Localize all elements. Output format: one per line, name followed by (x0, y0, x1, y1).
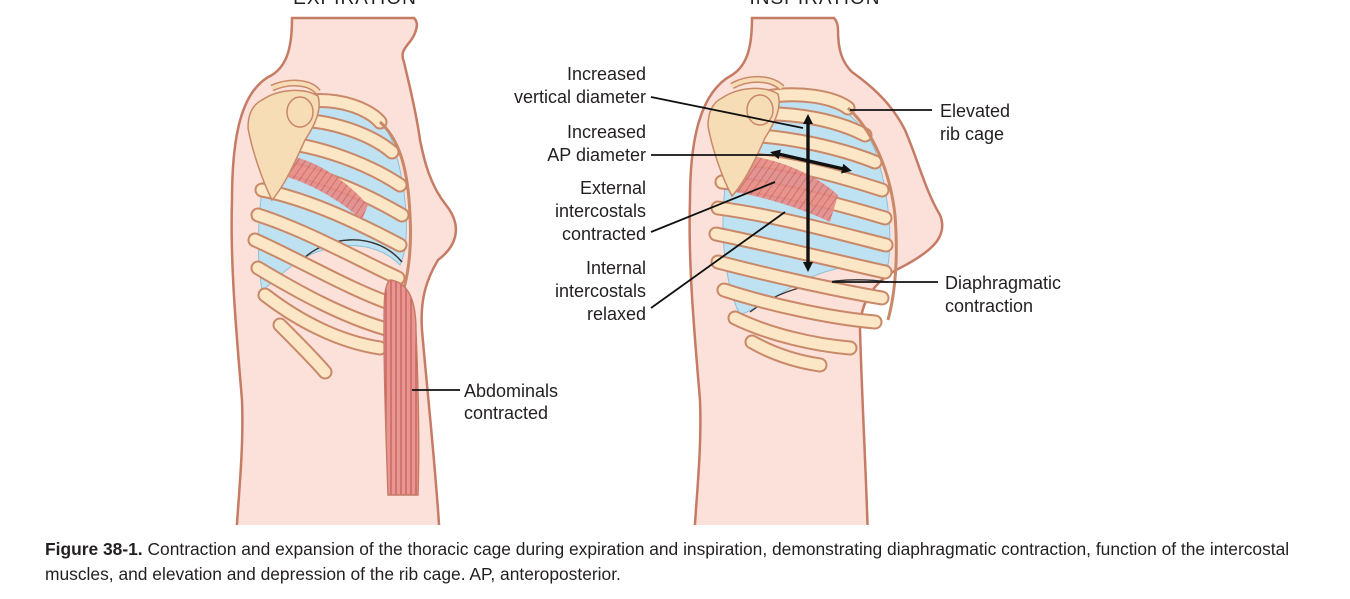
label-line: contracted (562, 224, 646, 244)
label-line: Diaphragmatic (945, 273, 1061, 293)
label-line: Increased (567, 122, 646, 142)
label-line: AP diameter (547, 145, 646, 165)
label-abdominals-contracted: Abdominals contracted (464, 381, 558, 423)
label-increased-vertical-diameter: Increased vertical diameter (514, 64, 646, 107)
label-line: External (580, 178, 646, 198)
figure-caption: Figure 38-1. Contraction and expansion o… (45, 537, 1305, 586)
label-line: Increased (567, 64, 646, 84)
expiration-title: EXPIRATION (293, 0, 417, 9)
label-line: Internal (586, 258, 646, 278)
figure-number: Figure 38-1. (45, 539, 143, 559)
leader-external-intercostals (650, 181, 776, 233)
label-line: contraction (945, 296, 1033, 316)
label-internal-intercostals: Internal intercostals relaxed (555, 258, 646, 324)
caption-text: Contraction and expansion of the thoraci… (45, 539, 1290, 584)
label-line: intercostals (555, 281, 646, 301)
label-elevated-rib-cage: Elevated rib cage (940, 101, 1010, 144)
label-increased-ap-diameter: Increased AP diameter (547, 122, 646, 165)
abdominals-muscle (383, 279, 420, 496)
leader-internal-intercostals (650, 211, 786, 309)
label-line: Abdominals (464, 381, 558, 401)
ap-diameter-arrow (770, 149, 852, 174)
expiration-torso (230, 16, 458, 525)
label-line: intercostals (555, 201, 646, 221)
label-external-intercostals: External intercostals contracted (555, 178, 646, 244)
label-line: contracted (464, 403, 548, 423)
label-line: Elevated (940, 101, 1010, 121)
label-line: vertical diameter (514, 87, 646, 107)
label-line: relaxed (587, 304, 646, 324)
inspiration-torso (688, 16, 944, 525)
label-diaphragmatic-contraction: Diaphragmatic contraction (945, 273, 1061, 316)
leader-vertical-diameter (650, 96, 804, 129)
inspiration-title: INSPIRATION (750, 0, 881, 9)
intercostal-muscle-expiration (280, 155, 368, 220)
label-line: rib cage (940, 124, 1004, 144)
